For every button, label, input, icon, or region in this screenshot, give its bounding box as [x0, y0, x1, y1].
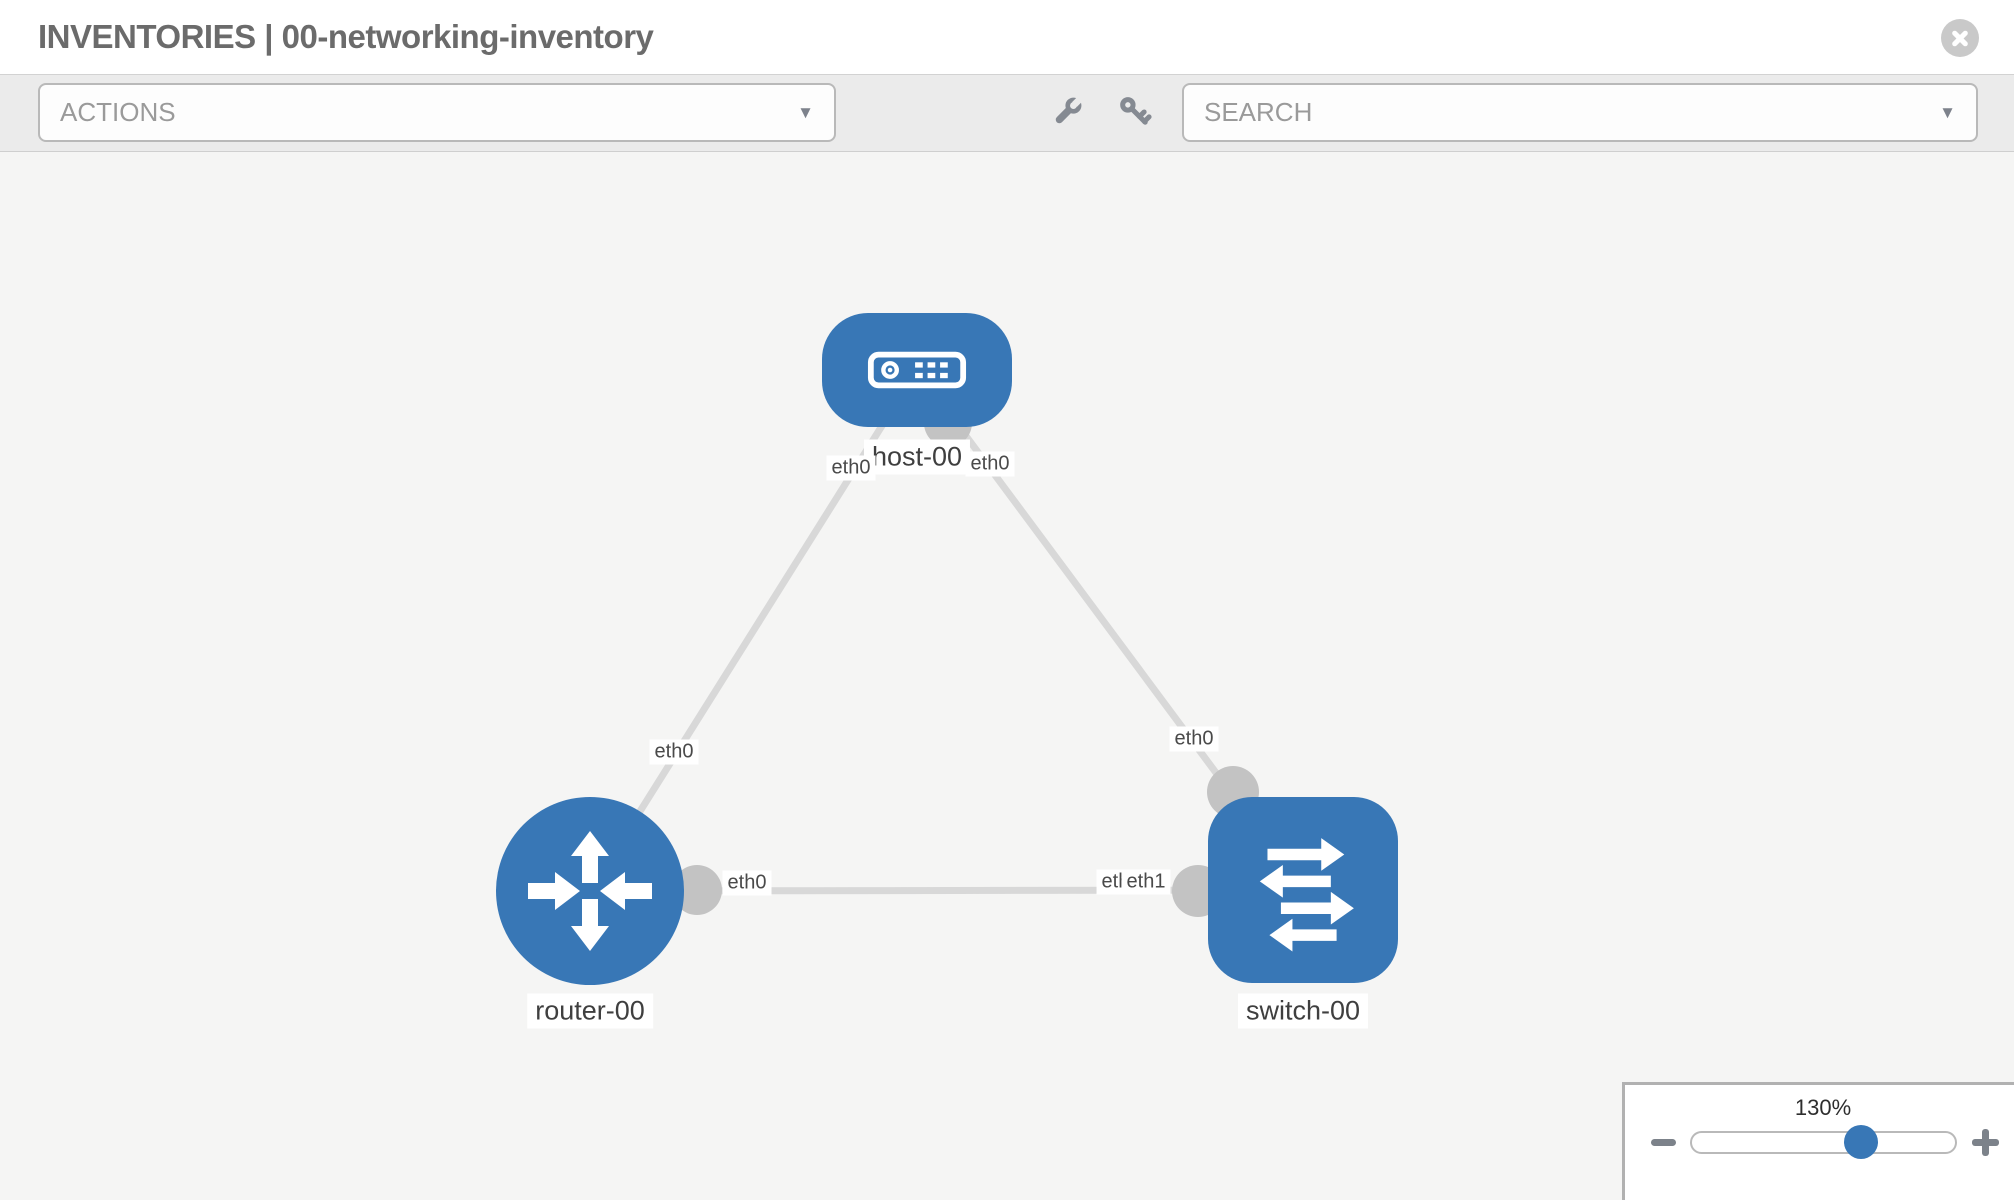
node-label-switch-00: switch-00 [1237, 993, 1369, 1029]
wrench-icon[interactable] [1046, 93, 1086, 133]
key-icon[interactable] [1116, 93, 1156, 133]
node-host-00[interactable] [822, 313, 1012, 427]
zoom-panel: 130% [1622, 1082, 2014, 1200]
interface-label: eth0 [826, 455, 876, 481]
topology-canvas[interactable]: host-00 router-00 switch-00 eth0 eth0 eth0 e… [0, 152, 2014, 1200]
search-dropdown[interactable]: SEARCH ▼ [1182, 83, 1978, 142]
chevron-down-icon: ▼ [1939, 102, 1956, 122]
zoom-in-button[interactable] [1969, 1126, 2002, 1159]
interface-label: eth1 [1121, 869, 1171, 895]
actions-dropdown[interactable]: ACTIONS ▼ [38, 83, 836, 142]
node-label-router-00: router-00 [527, 993, 653, 1029]
node-label-host-00: host-00 [863, 439, 971, 475]
node-switch-00[interactable] [1208, 797, 1398, 983]
chevron-down-icon: ▼ [797, 102, 814, 122]
header: INVENTORIES | 00-networking-inventory [0, 0, 2014, 74]
close-button[interactable] [1941, 19, 1979, 57]
page-title: INVENTORIES | 00-networking-inventory [38, 18, 654, 55]
interface-label: eth0 [1169, 726, 1219, 752]
zoom-level-label: 130% [1794, 1095, 1852, 1120]
zoom-slider-thumb[interactable] [1844, 1125, 1878, 1159]
switch-icon [1259, 838, 1354, 952]
interface-label: eth0 [722, 870, 772, 896]
actions-dropdown-label: ACTIONS [60, 97, 176, 127]
interface-label: eth0 [965, 451, 1015, 477]
topology-links [587, 367, 1306, 895]
host-icon [867, 351, 967, 389]
zoom-out-button[interactable] [1651, 1139, 1676, 1146]
router-icon [528, 831, 652, 951]
zoom-slider[interactable] [1690, 1125, 1957, 1159]
node-router-00[interactable] [496, 797, 684, 985]
interface-label: eth0 [649, 739, 699, 765]
toolbar: ACTIONS ▼ SEARCH ▼ [0, 74, 2014, 152]
search-dropdown-label: SEARCH [1204, 97, 1313, 127]
